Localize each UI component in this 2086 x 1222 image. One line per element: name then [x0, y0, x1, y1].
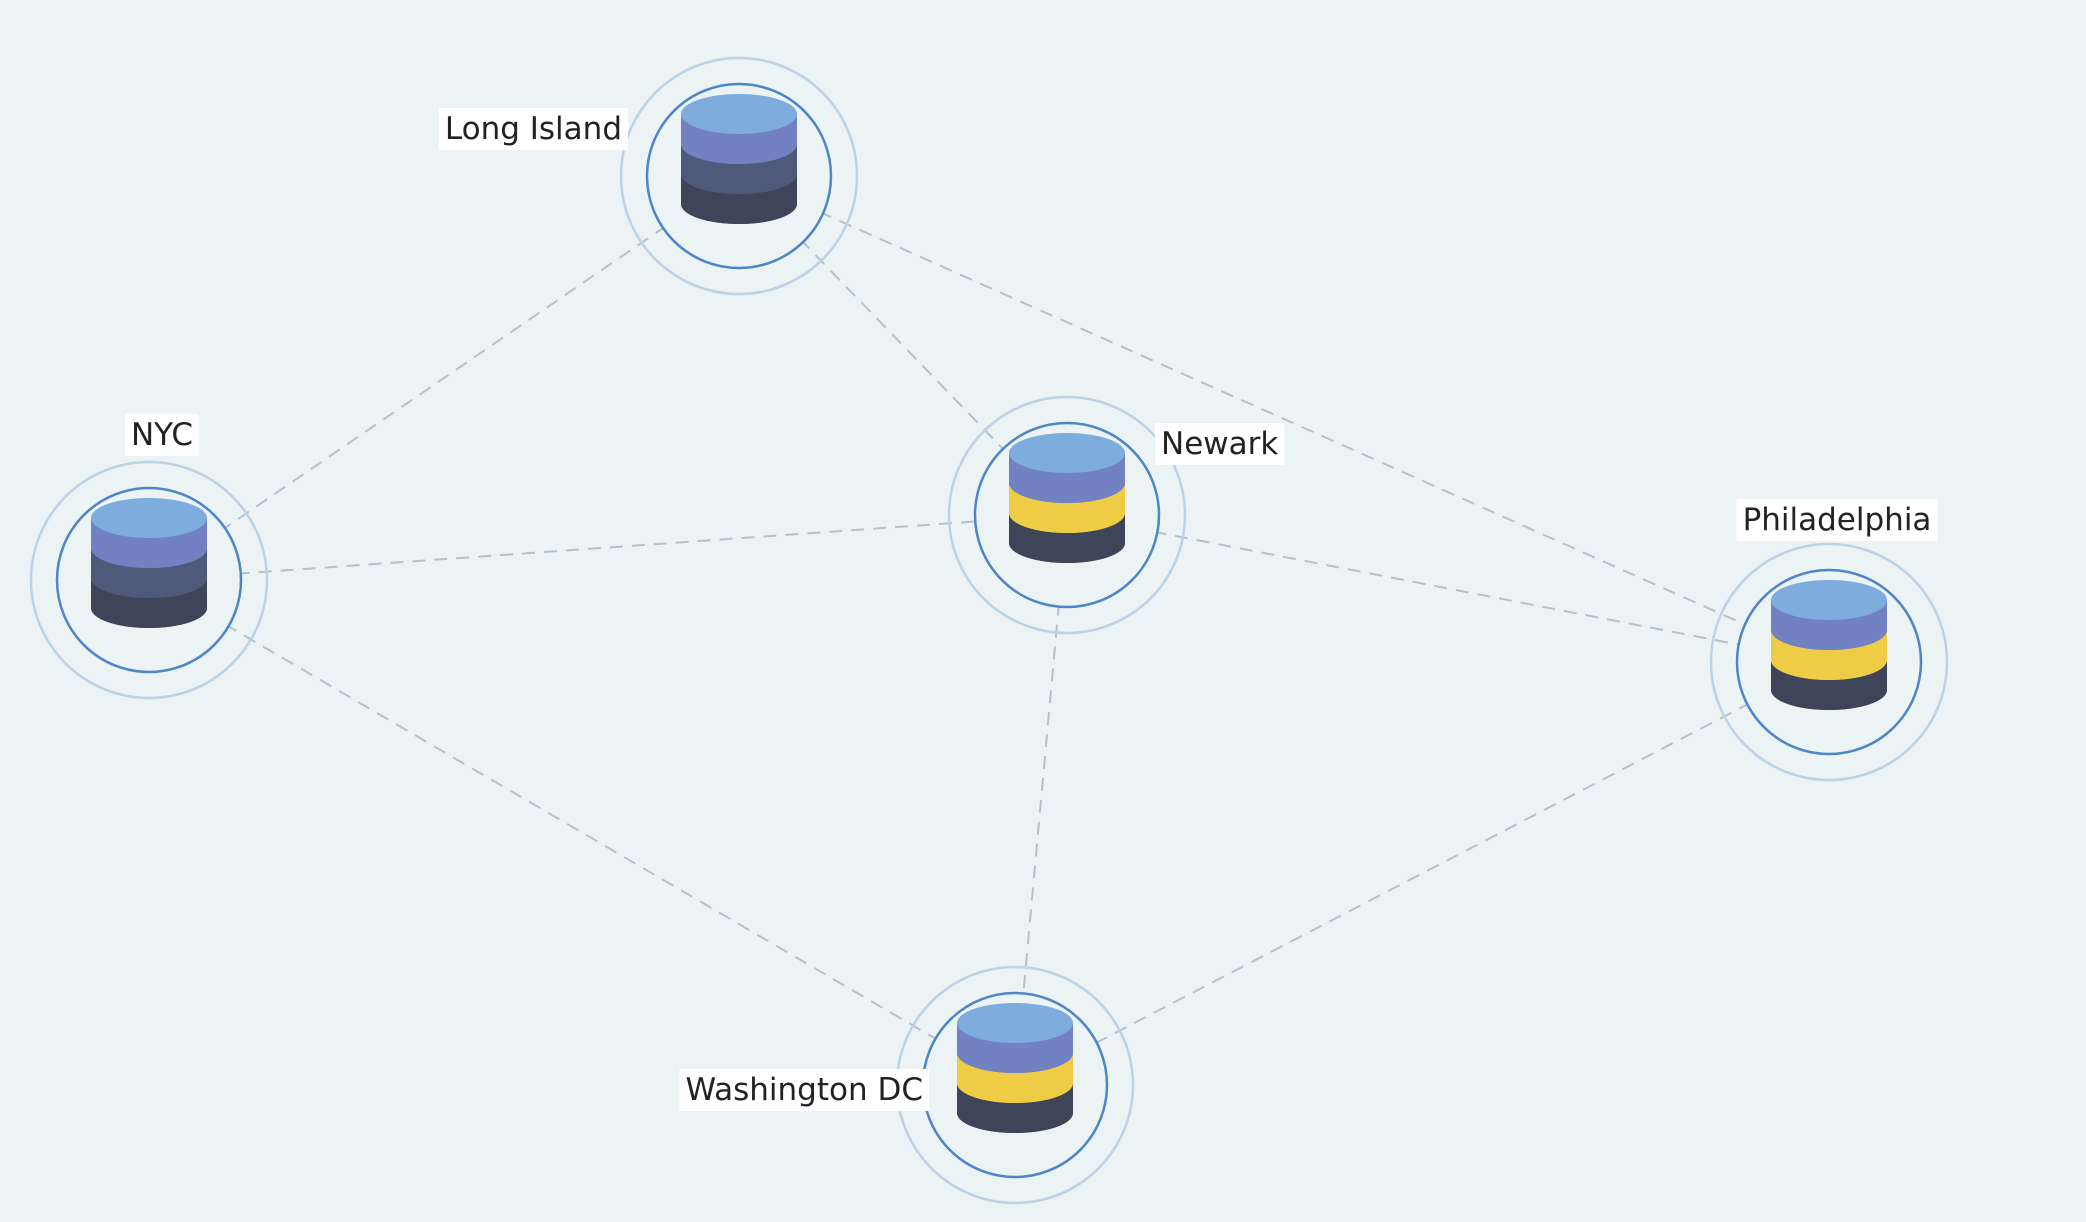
database-icon [681, 94, 797, 224]
node-label-text: Newark [1161, 426, 1278, 462]
database-icon [957, 1003, 1073, 1133]
database-top [681, 94, 797, 134]
node-inner-ring [645, 82, 833, 270]
edge-long-island-nyc [148, 175, 740, 581]
edges-layer [148, 175, 1830, 1086]
node-label-long-island: Long Island [438, 108, 628, 150]
node-newark[interactable]: Newark [947, 395, 1285, 635]
database-icon [1009, 433, 1125, 563]
database-top [957, 1003, 1073, 1043]
node-long-island[interactable]: Long Island [438, 56, 859, 296]
node-label-text: Washington DC [685, 1072, 923, 1108]
node-nyc[interactable]: NYC [29, 414, 269, 700]
database-top [1771, 580, 1887, 620]
node-washington-dc[interactable]: Washington DC [679, 965, 1135, 1205]
database-band-edge [681, 184, 797, 224]
database-band-edge [1771, 640, 1887, 680]
node-label-text: Philadelphia [1743, 502, 1932, 538]
edge-newark-philadelphia [1066, 514, 1830, 663]
label-background [1155, 423, 1285, 465]
database-band-edge [957, 1093, 1073, 1133]
database-band-edge [1771, 670, 1887, 710]
edge-long-island-philadelphia [738, 175, 1830, 663]
database-band-edge [957, 1063, 1073, 1103]
node-inner-ring [55, 486, 243, 674]
edge-nyc-washington-dc [148, 579, 1016, 1086]
database-band-edge [1009, 463, 1125, 503]
node-label-text: NYC [131, 417, 193, 453]
database-top [91, 498, 207, 538]
database-band-edge [91, 528, 207, 568]
label-background [679, 1069, 929, 1111]
node-outer-ring [1709, 542, 1949, 782]
database-band-edge [681, 124, 797, 164]
database-band-edge [681, 154, 797, 194]
database-band-edge [1009, 493, 1125, 533]
database-band-edge [1009, 523, 1125, 563]
node-label-philadelphia: Philadelphia [1736, 499, 1938, 541]
node-label-nyc: NYC [124, 414, 200, 456]
database-band-edge [1771, 610, 1887, 650]
edge-newark-washington-dc [1014, 514, 1068, 1086]
node-label-washington-dc: Washington DC [679, 1069, 929, 1111]
label-background [124, 414, 200, 456]
database-band-edge [91, 558, 207, 598]
database-top [1009, 433, 1125, 473]
node-label-text: Long Island [445, 111, 622, 147]
label-background [438, 108, 628, 150]
database-band-edge [91, 588, 207, 628]
node-philadelphia[interactable]: Philadelphia [1709, 499, 1949, 782]
edge-philadelphia-washington-dc [1014, 661, 1830, 1086]
node-label-newark: Newark [1155, 423, 1285, 465]
node-outer-ring [619, 56, 859, 296]
node-inner-ring [1735, 568, 1923, 756]
label-background [1736, 499, 1938, 541]
node-inner-ring [973, 421, 1161, 609]
node-outer-ring [29, 460, 269, 700]
database-icon [91, 498, 207, 628]
database-icon [1771, 580, 1887, 710]
node-outer-ring [947, 395, 1187, 635]
database-band-edge [957, 1033, 1073, 1073]
edge-nyc-newark [148, 514, 1068, 581]
